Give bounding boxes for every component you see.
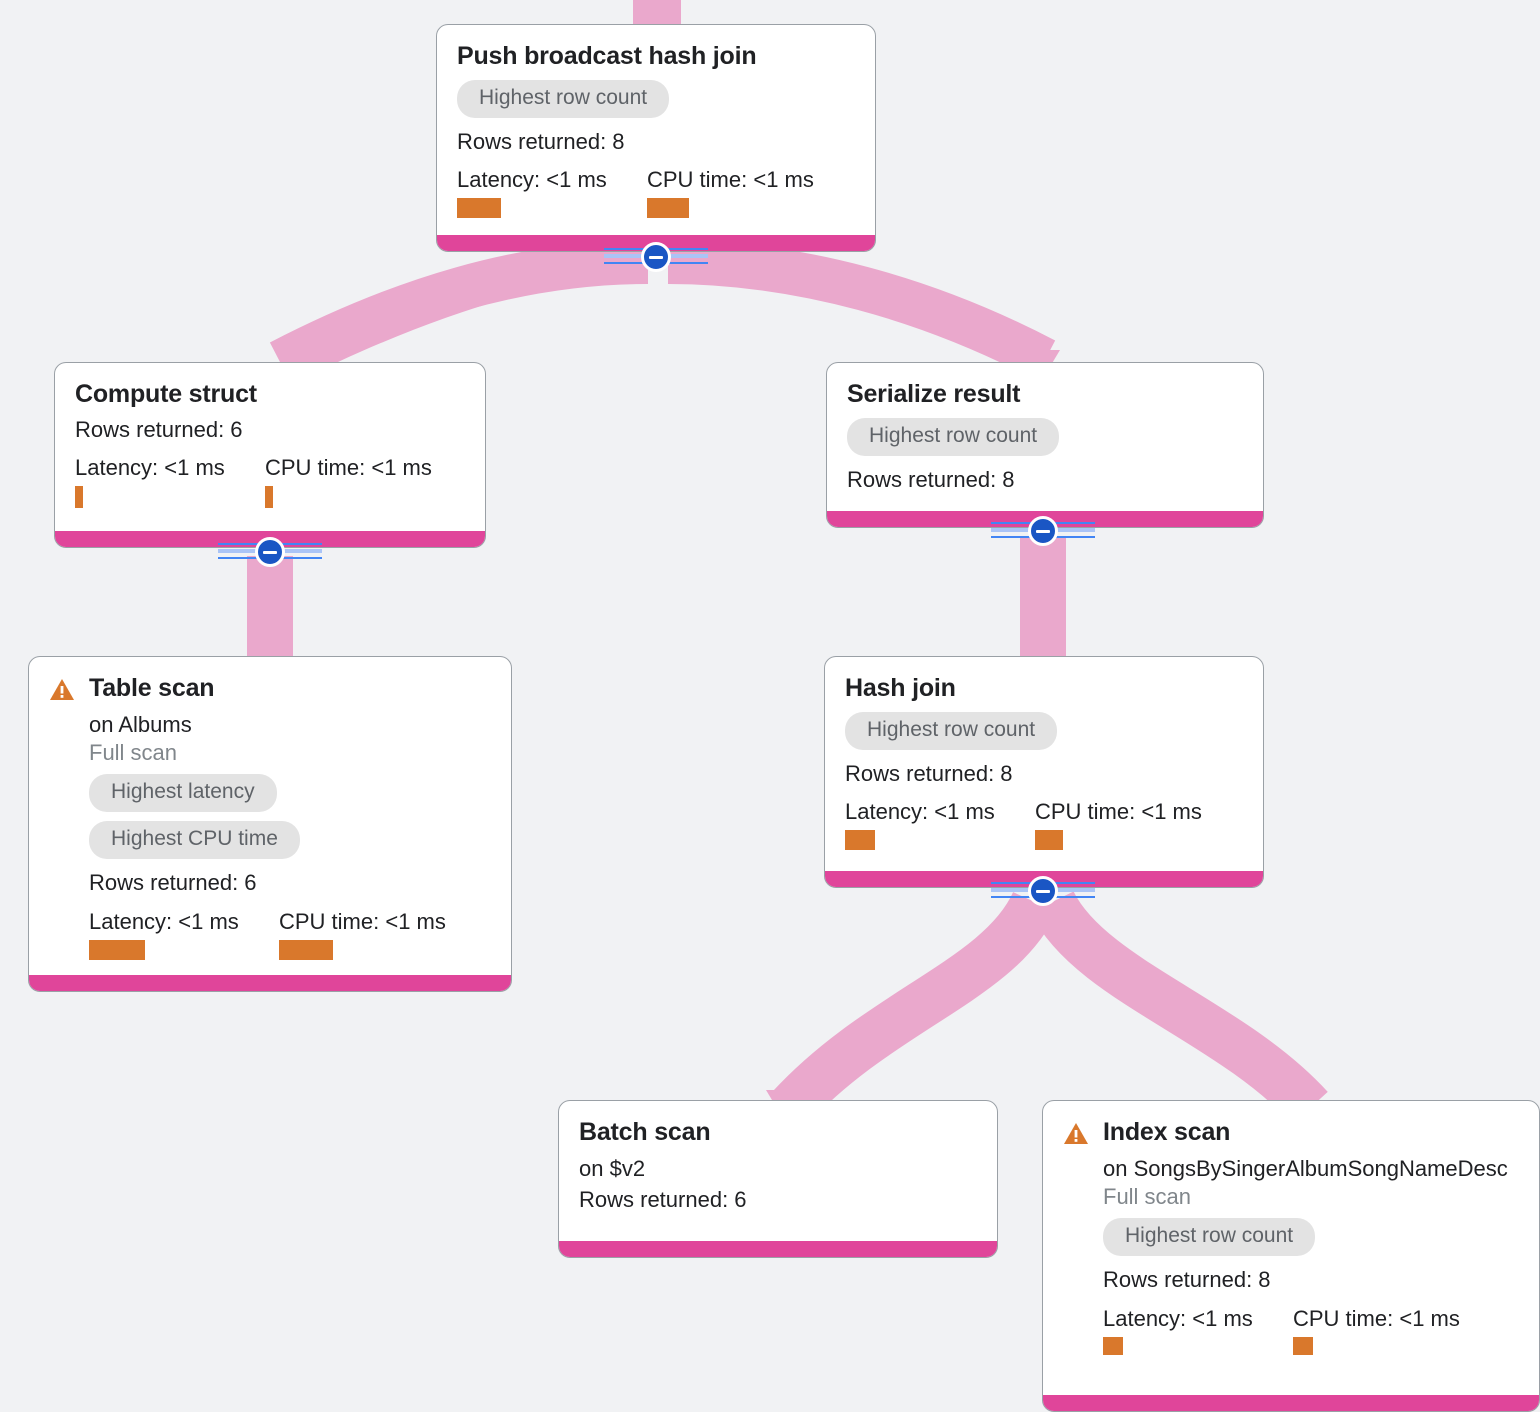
node-title: Table scan (89, 674, 215, 702)
node-target: on $v2 (579, 1155, 646, 1181)
node-title: Serialize result (847, 380, 1021, 408)
status-badge: Highest row count (1103, 1218, 1316, 1257)
cpu-metric: CPU time: <1 ms (1293, 1306, 1460, 1355)
latency-metric: Latency: <1 ms (75, 454, 265, 509)
cpu-label: CPU time: <1 ms (265, 454, 432, 480)
collapse-minus-icon[interactable] (1028, 516, 1058, 546)
badge-list: Highest row count (845, 703, 1243, 750)
node-accent-bar (1043, 1395, 1539, 1411)
connector-compute-struct[interactable] (218, 537, 322, 567)
node-title: Compute struct (75, 380, 257, 408)
connector-serialize-result[interactable] (991, 516, 1095, 546)
node-body: Hash join Highest row count Rows returne… (825, 657, 1263, 866)
latency-bar (845, 830, 875, 851)
badge-list: Highest row count (847, 409, 1243, 456)
connector-hash-join[interactable] (991, 876, 1095, 906)
latency-bar (457, 198, 501, 219)
metrics-row: Latency: <1 ms CPU time: <1 ms (89, 909, 446, 960)
cpu-metric: CPU time: <1 ms (647, 166, 814, 219)
rows-returned: Rows returned: 6 (75, 416, 243, 442)
cpu-metric: CPU time: <1 ms (279, 909, 446, 960)
metrics-row: Latency: <1 ms CPU time: <1 ms (845, 798, 1243, 851)
node-target: on SongsBySingerAlbumSongNameDesc (1103, 1155, 1508, 1181)
rows-returned: Rows returned: 8 (847, 466, 1015, 492)
status-badge: Highest row count (847, 417, 1060, 456)
cpu-bar (1035, 830, 1063, 851)
cpu-label: CPU time: <1 ms (647, 166, 814, 192)
node-title: Batch scan (579, 1118, 711, 1146)
latency-metric: Latency: <1 ms (845, 798, 1035, 851)
rows-returned: Rows returned: 8 (457, 128, 625, 154)
metrics-row: Latency: <1 ms CPU time: <1 ms (75, 454, 465, 509)
rows-returned: Rows returned: 6 (89, 870, 257, 896)
warning-triangle-icon (1063, 1122, 1089, 1151)
latency-metric: Latency: <1 ms (89, 909, 279, 960)
plan-node-table-scan[interactable]: Table scan on Albums Full scan Highest l… (28, 656, 512, 992)
plan-node-serialize-result[interactable]: Serialize result Highest row count Rows … (826, 362, 1264, 528)
collapse-minus-icon[interactable] (641, 242, 671, 272)
status-badge-cpu: Highest CPU time (89, 821, 300, 860)
plan-node-compute-struct[interactable]: Compute struct Rows returned: 6 Latency:… (54, 362, 486, 548)
badge-list: Highest latency Highest CPU time (89, 765, 446, 860)
latency-label: Latency: <1 ms (1103, 1305, 1253, 1331)
status-badge: Highest row count (457, 79, 670, 118)
metrics-row: Latency: <1 ms CPU time: <1 ms (1103, 1306, 1508, 1355)
metrics-row: Latency: <1 ms CPU time: <1 ms (457, 166, 814, 219)
node-body: Compute struct Rows returned: 6 Latency:… (55, 363, 485, 524)
cpu-label: CPU time: <1 ms (279, 908, 446, 934)
cpu-bar (265, 486, 273, 509)
node-body: Table scan on Albums Full scan Highest l… (29, 657, 511, 976)
latency-metric: Latency: <1 ms (457, 166, 647, 219)
latency-label: Latency: <1 ms (457, 166, 607, 192)
plan-node-hash-join[interactable]: Hash join Highest row count Rows returne… (824, 656, 1264, 888)
node-accent-bar (559, 1241, 997, 1257)
connector-push-broadcast-hash-join[interactable] (604, 242, 708, 272)
latency-bar (75, 486, 83, 509)
cpu-label: CPU time: <1 ms (1035, 798, 1202, 824)
node-body: Push broadcast hash join Highest row cou… (437, 25, 875, 234)
rows-returned: Rows returned: 6 (579, 1186, 747, 1212)
cpu-bar (647, 198, 689, 219)
latency-label: Latency: <1 ms (845, 798, 995, 824)
plan-node-push-broadcast-hash-join[interactable]: Push broadcast hash join Highest row cou… (436, 24, 876, 252)
node-title-row: Push broadcast hash join Highest row cou… (457, 42, 855, 219)
latency-metric: Latency: <1 ms (1103, 1306, 1293, 1355)
rows-returned: Rows returned: 8 (1103, 1267, 1271, 1293)
node-title: Index scan (1103, 1118, 1231, 1146)
latency-bar (1103, 1336, 1123, 1355)
node-body: Index scan on SongsBySingerAlbumSongName… (1043, 1101, 1539, 1371)
node-title: Push broadcast hash join (457, 42, 757, 70)
collapse-minus-icon[interactable] (255, 537, 285, 567)
node-title-row: Index scan on SongsBySingerAlbumSongName… (1063, 1118, 1519, 1355)
node-accent-bar (29, 975, 511, 991)
status-badge: Highest row count (845, 711, 1058, 750)
latency-label: Latency: <1 ms (75, 454, 225, 480)
badge-list: Highest row count (457, 71, 814, 118)
latency-label: Latency: <1 ms (89, 908, 239, 934)
cpu-metric: CPU time: <1 ms (1035, 798, 1202, 851)
node-scan-type: Full scan (1103, 1183, 1192, 1209)
node-title: Hash join (845, 674, 956, 702)
latency-bar (89, 939, 145, 960)
node-scan-type: Full scan (89, 739, 178, 765)
cpu-label: CPU time: <1 ms (1293, 1305, 1460, 1331)
warning-triangle-icon (49, 678, 75, 707)
badge-list: Highest row count (1103, 1209, 1508, 1257)
cpu-bar (279, 939, 333, 960)
rows-returned: Rows returned: 8 (845, 760, 1013, 786)
node-body: Serialize result Highest row count Rows … (827, 363, 1263, 508)
cpu-bar (1293, 1336, 1313, 1355)
cpu-metric: CPU time: <1 ms (265, 454, 432, 509)
plan-node-index-scan[interactable]: Index scan on SongsBySingerAlbumSongName… (1042, 1100, 1540, 1412)
node-title-row: Table scan on Albums Full scan Highest l… (49, 674, 491, 960)
collapse-minus-icon[interactable] (1028, 876, 1058, 906)
plan-node-batch-scan[interactable]: Batch scan on $v2 Rows returned: 6 (558, 1100, 998, 1258)
node-target: on Albums (89, 711, 192, 737)
status-badge-latency: Highest latency (89, 774, 277, 813)
node-body: Batch scan on $v2 Rows returned: 6 (559, 1101, 997, 1228)
